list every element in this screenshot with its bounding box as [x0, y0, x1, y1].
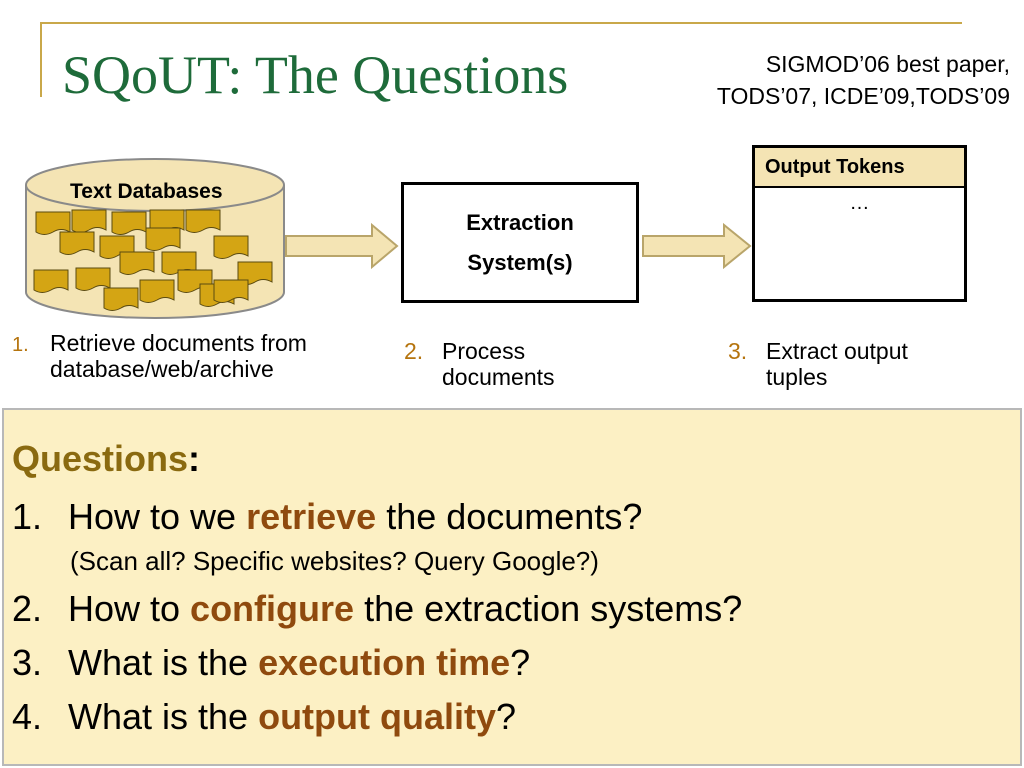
document-icons — [33, 209, 273, 311]
citation-line-1: SIGMOD’06 best paper, — [765, 51, 1010, 77]
left-rule — [40, 22, 42, 97]
database-label: Text Databases — [70, 180, 223, 203]
document-icon — [33, 269, 69, 293]
document-icon — [145, 227, 181, 251]
step-3-line-1: Extract output — [766, 338, 908, 364]
document-icon — [119, 251, 155, 275]
step-1-line-2: database/web/archive — [50, 356, 274, 382]
step-2-line-1: Process — [442, 338, 526, 364]
question-4-highlight: output quality — [258, 696, 497, 737]
extraction-system-box: Extraction System(s) — [401, 182, 639, 303]
question-4: 4. What is the output quality? — [12, 696, 516, 738]
document-icon — [213, 279, 249, 303]
step-2-number: 2. — [404, 338, 424, 364]
document-icon — [111, 211, 147, 235]
question-4-pre: What is the — [68, 696, 259, 737]
question-3-number: 3. — [12, 642, 43, 683]
question-2-highlight: configure — [190, 588, 355, 629]
question-2: 2. How to configure the extraction system… — [12, 588, 742, 630]
document-icon — [139, 279, 175, 303]
question-2-pre: How to — [68, 588, 191, 629]
document-icon — [35, 211, 71, 235]
document-icon — [213, 235, 249, 259]
slide-title: SQoUT: The Questions — [62, 45, 569, 105]
question-4-number: 4. — [12, 696, 43, 737]
questions-heading-text: Questions — [12, 438, 189, 479]
question-1-highlight: retrieve — [246, 496, 377, 537]
output-tokens-cell: … — [849, 192, 870, 214]
question-1-post: the documents? — [376, 496, 643, 537]
extraction-line-2: System(s) — [467, 250, 573, 275]
citation: SIGMOD’06 best paper, TODS’07, ICDE’09,T… — [630, 48, 1010, 112]
questions-panel — [2, 408, 1022, 766]
step-1-line-1: Retrieve documents from — [50, 330, 307, 356]
extraction-line-1: Extraction — [466, 210, 574, 235]
question-3-pre: What is the — [68, 642, 259, 683]
questions-heading-colon: : — [188, 438, 201, 479]
question-1-subtext: (Scan all? Specific websites? Query Goog… — [70, 546, 599, 576]
question-3-highlight: execution time — [258, 642, 511, 683]
question-2-post: the extraction systems? — [354, 588, 743, 629]
top-rule — [40, 22, 962, 24]
pipeline-diagram — [25, 158, 752, 319]
citation-line-2: TODS’07, ICDE’09,TODS’09 — [716, 83, 1010, 109]
question-1-pre: How to we — [68, 496, 247, 537]
document-icon — [185, 209, 221, 233]
question-1: 1. How to we retrieve the documents? — [12, 496, 642, 538]
question-3: 3. What is the execution time? — [12, 642, 530, 684]
arrow-db-to-extraction — [285, 222, 399, 270]
document-icon — [103, 287, 139, 311]
output-tokens-header: Output Tokens — [755, 148, 964, 188]
question-1-number: 1. — [12, 496, 43, 537]
step-2-line-2: documents — [442, 364, 555, 390]
arrow-extraction-to-output — [642, 222, 752, 270]
document-icon — [59, 231, 95, 255]
step-3-line-2: tuples — [766, 364, 828, 390]
output-tokens-table: Output Tokens … — [752, 145, 967, 302]
document-icon — [75, 267, 111, 291]
question-2-number: 2. — [12, 588, 43, 629]
step-3-number: 3. — [728, 338, 748, 364]
question-4-post: ? — [496, 696, 517, 737]
questions-heading: Questions: — [12, 438, 200, 480]
question-3-post: ? — [510, 642, 531, 683]
step-1-number: 1. — [12, 334, 29, 356]
